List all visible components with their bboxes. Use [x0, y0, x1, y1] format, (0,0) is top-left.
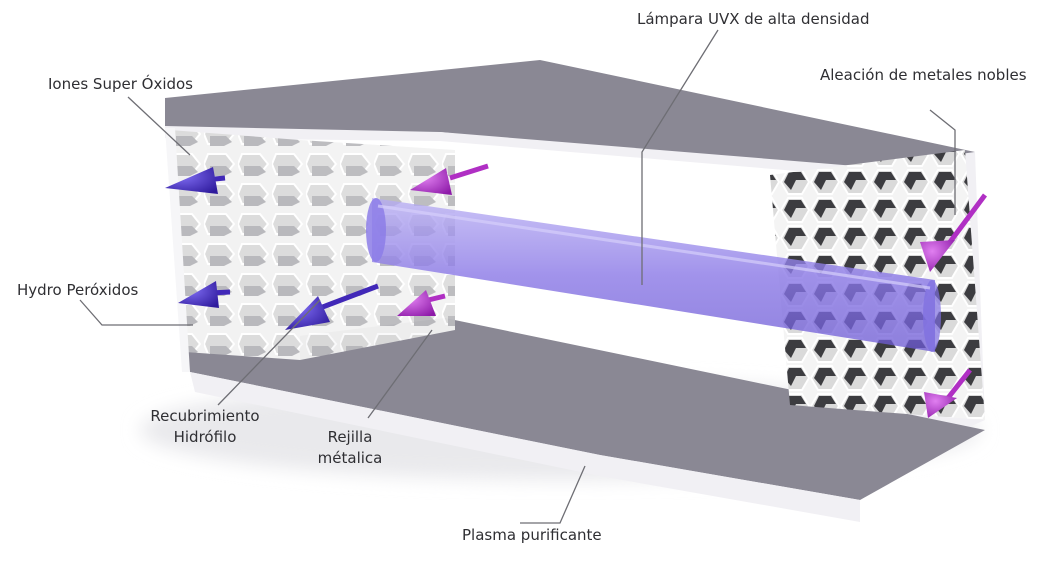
- top-panel: [165, 60, 975, 178]
- ion-blue-1: [165, 167, 226, 194]
- label-alloy: Aleación de metales nobles: [820, 66, 1027, 84]
- leader-peroxide: [79, 299, 193, 326]
- label-plasma: Plasma purificante: [462, 526, 602, 544]
- label-coating-line1: Recubrimiento: [150, 407, 260, 425]
- label-grid-line2: métalica: [317, 449, 383, 467]
- leader-alloy: [929, 109, 956, 215]
- ion-pink-2: [397, 290, 446, 316]
- leader-lamp: [641, 29, 719, 285]
- label-peroxide: Hydro Peróxidos: [17, 281, 139, 299]
- leader-lines: [79, 29, 956, 524]
- ion-blue-2: [178, 281, 231, 308]
- ion-pink-3: [920, 193, 988, 272]
- label-coating: Recubrimiento Hidrófilo: [140, 406, 270, 448]
- label-superoxide: Iones Super Óxidos: [48, 75, 193, 93]
- label-grid: Rejilla métalica: [305, 427, 395, 469]
- leader-plasma: [520, 465, 586, 524]
- ion-pink-4: [924, 368, 972, 418]
- leader-grid: [367, 329, 433, 419]
- bottom-panel: [185, 318, 985, 500]
- label-lamp: Lámpara UVX de alta densidad: [637, 10, 870, 28]
- uvx-lamp: [366, 198, 941, 352]
- uvx-lamp-body: [372, 198, 935, 352]
- label-grid-line1: Rejilla: [327, 428, 373, 446]
- label-coating-line2: Hidrófilo: [173, 428, 237, 446]
- uvx-lamp-left-cap: [366, 198, 386, 262]
- bottom-panel-edge: [190, 372, 860, 522]
- ion-pink-1: [410, 163, 489, 195]
- top-panel-edge: [165, 126, 880, 178]
- uvx-lamp-highlight: [377, 204, 931, 290]
- leader-superoxide: [127, 96, 191, 156]
- uvx-lamp-right-cap: [923, 280, 941, 352]
- left-block-front-edge: [165, 128, 190, 372]
- leader-coating: [217, 299, 321, 406]
